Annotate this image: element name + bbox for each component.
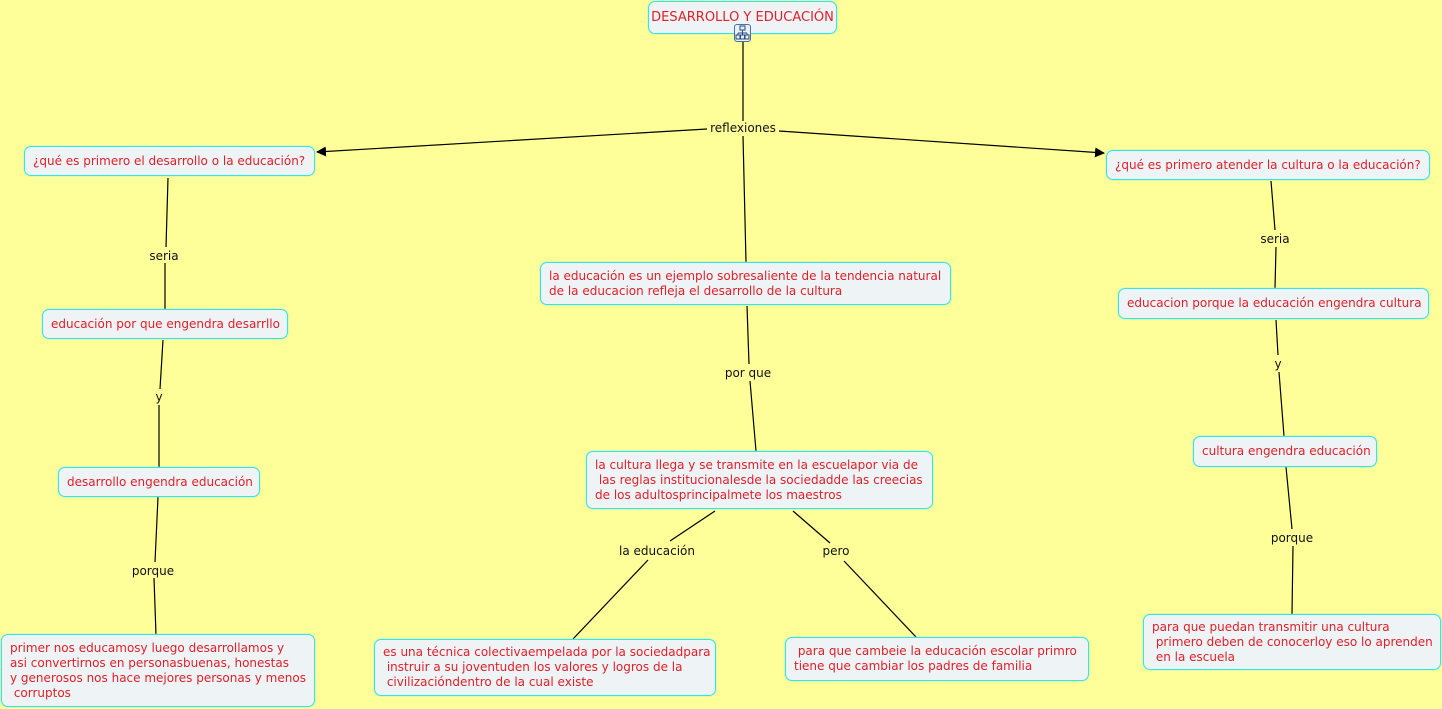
link-reflexiones[interactable]: reflexiones [708,121,778,135]
link-la-educacion[interactable]: la educación [617,544,697,558]
concept-text: es una técnica colectivaempelada por la … [383,645,711,689]
concept-right-3[interactable]: cultura engendra educación [1193,436,1377,467]
concept-center-1[interactable]: la educación es un ejemplo sobresaliente… [540,262,951,305]
concept-text: desarrollo engendra educación [67,474,253,489]
concept-text: ¿qué es primero el desarrollo o la educa… [33,153,306,168]
root-concept-text: DESARROLLO Y EDUCACIÓN [651,10,834,25]
concept-question-right[interactable]: ¿qué es primero atender la cultura o la … [1106,150,1430,180]
concept-text: la educación es un ejemplo sobresaliente… [549,268,942,298]
concept-text: primer nos educamosy luego desarrollamos… [10,640,306,700]
link-porque-right[interactable]: porque [1268,531,1316,545]
concept-map-hierarchy-icon[interactable] [734,24,751,42]
concept-text: educación por que engendra desarrllo [51,316,280,331]
concept-text: educacion porque la educación engendra c… [1127,296,1422,310]
concept-center-2[interactable]: la cultura llega y se transmite en la es… [586,451,933,509]
concept-left-2[interactable]: educación por que engendra desarrllo [42,309,288,339]
link-seria-left[interactable]: seria [147,249,181,263]
concept-center-3[interactable]: es una técnica colectivaempelada por la … [374,639,716,696]
root-concept[interactable]: DESARROLLO Y EDUCACIÓN [648,1,837,34]
concept-center-4[interactable]: para que cambeie la educación escolar pr… [785,637,1089,681]
concept-text: cultura engendra educación [1202,444,1371,458]
link-pero[interactable]: pero [820,544,852,558]
concept-left-3[interactable]: desarrollo engendra educación [58,467,260,497]
concept-right-4[interactable]: para que puedan transmitir una cultura p… [1143,614,1441,670]
concept-text: para que cambeie la educación escolar pr… [794,644,1077,673]
concept-question-left[interactable]: ¿qué es primero el desarrollo o la educa… [24,146,315,176]
concept-left-4[interactable]: primer nos educamosy luego desarrollamos… [1,634,315,707]
concept-right-2[interactable]: educacion porque la educación engendra c… [1118,288,1429,319]
link-porque-left[interactable]: porque [129,564,177,578]
concept-text: ¿qué es primero atender la cultura o la … [1115,157,1421,172]
link-y-left[interactable]: y [153,390,165,404]
link-y-right[interactable]: y [1272,357,1284,371]
link-seria-right[interactable]: seria [1258,232,1292,246]
concept-text: la cultura llega y se transmite en la es… [595,457,923,502]
link-por-que-center[interactable]: por que [722,366,774,380]
concept-text: para que puedan transmitir una cultura p… [1152,619,1433,664]
